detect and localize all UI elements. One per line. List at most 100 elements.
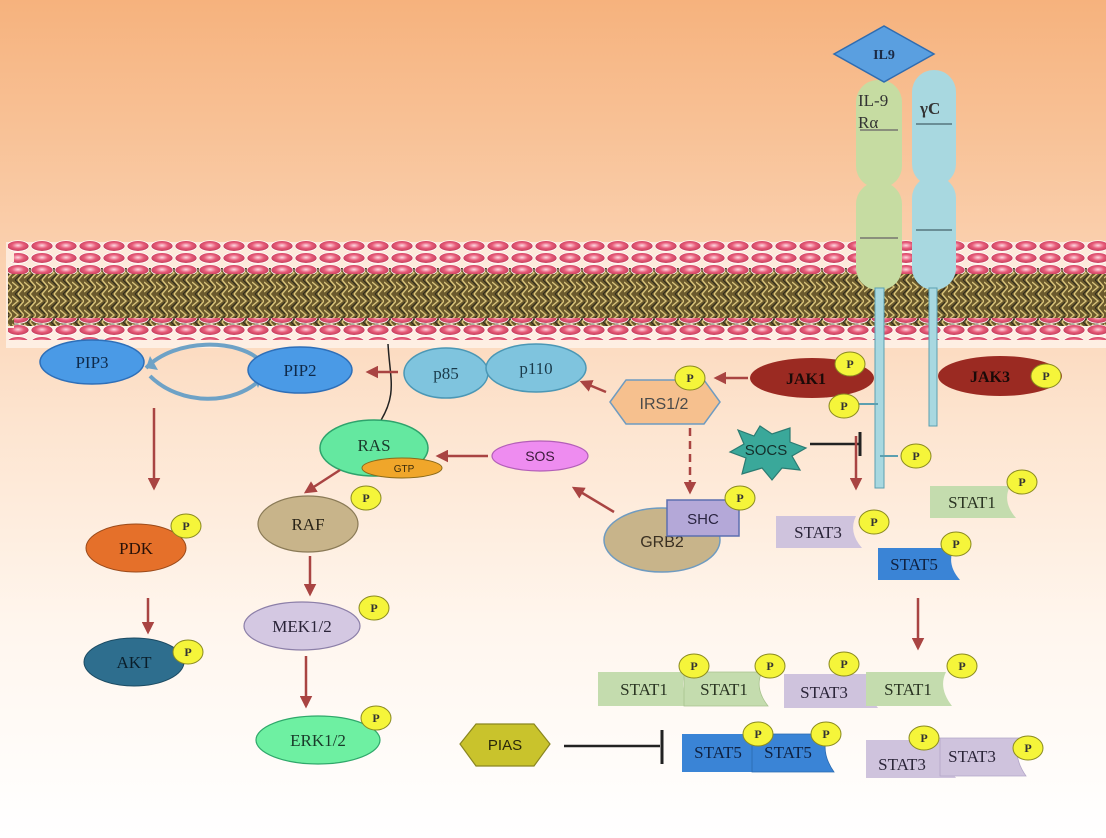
phospho-text: P [184,645,191,659]
phospho-text: P [958,659,965,673]
alpha-label-line2: Rα [858,113,878,132]
stat3-stat1-dimer: STAT3 STAT1 [784,672,952,708]
phospho-badge: P [1006,469,1038,495]
jak1-label: JAK1 [786,371,826,388]
stat5-label: STAT5 [890,555,938,574]
phospho-badge: P [946,653,978,679]
phospho-text: P [690,659,697,673]
gamma-c-receptor: γC [912,70,956,427]
phospho-badge: P [358,595,390,621]
il9-receptor-alpha: IL-9 Rα [856,80,902,489]
phospho-badge: P [834,351,866,377]
irs-node [609,379,721,425]
phospho-badge: P [1030,363,1062,389]
raf-label: RAF [291,515,324,534]
phospho-badge: P [754,653,786,679]
phospho-text: P [840,657,847,671]
pias-inhibition [564,730,664,764]
irs-label: IRS1/2 [640,396,689,413]
phospho-text: P [920,731,927,745]
phospho-badge: P [674,365,706,391]
pip3-node [39,339,145,385]
phospho-text: P [754,727,761,741]
pias-label: PIAS [488,737,522,754]
p85-ras-tether [377,343,392,426]
gtp-label: GTP [394,464,415,475]
phospho-badge: P [828,393,860,419]
stat1-label: STAT1 [700,680,748,699]
erk-node [255,715,381,765]
pdk-label: PDK [119,539,154,558]
pip2-node [247,346,353,394]
jak3-label: JAK3 [970,369,1010,386]
arrow-irs-to-p110 [579,380,607,394]
stat5-label: STAT5 [764,743,812,762]
gamma-c-label: γC [919,99,940,118]
phospho-badge: P [810,721,842,747]
stat5-stat5-dimer: STAT5 STAT5 [682,733,835,773]
pip2-label: PIP2 [283,361,316,380]
arrows [141,365,925,709]
phospho-badge: P [724,485,756,511]
phospho-text: P [370,601,377,615]
stat3-label: STAT3 [878,755,926,774]
stat5-label: STAT5 [694,743,742,762]
phospho-text: P [1042,369,1049,383]
mek-node [243,601,361,651]
phospho-badge: P [908,725,940,751]
phospho-badge: P [858,509,890,535]
stat1-stat1-dimer: STAT1 STAT1 [598,671,769,707]
sos-label: SOS [525,448,555,464]
ras-label: RAS [357,436,390,455]
phospho-text: P [766,659,773,673]
alpha-label-line1: IL-9 [858,91,888,110]
phospho-text: P [846,357,853,371]
erk-label: ERK1/2 [290,731,346,750]
phospho-text: P [952,537,959,551]
phospho-badges: P P P P P P P P P P P P P P P P P P P P … [170,351,1062,761]
shc-node [666,499,740,537]
phospho-text: P [1024,741,1031,755]
stat1-monomer: STAT1 [930,486,1016,518]
phospho-text: P [736,491,743,505]
phospho-badge: P [900,443,932,469]
socs-inhibition [810,432,862,456]
mek-label: MEK1/2 [272,617,332,636]
gtp-node [361,457,443,479]
stat3-monomer: STAT3 [776,516,862,548]
phospho-badge: P [170,513,202,539]
phospho-badge: P [940,531,972,557]
stat1-label: STAT1 [948,493,996,512]
pip3-label: PIP3 [75,353,108,372]
stat1-label: STAT1 [884,680,932,699]
jak3-node [938,356,1062,396]
shc-label: SHC [687,511,719,528]
stat1-label: STAT1 [620,680,668,699]
phospho-badge: P [360,705,392,731]
p110-label: p110 [519,359,552,378]
il9-ligand: IL9 [832,25,936,83]
akt-label: AKT [117,653,153,672]
phospho-badge: P [172,639,204,665]
arrow-grb2-to-sos [571,486,615,514]
p110-node [485,343,587,393]
stat5-monomer: STAT5 [878,548,960,580]
phospho-badge: P [1012,735,1044,761]
receptor-phospho-connectors [858,403,898,457]
phospho-text: P [182,519,189,533]
arrow-ras-to-raf [303,468,341,494]
phospho-text: P [840,399,847,413]
pias-node [459,723,551,767]
phospho-text: P [912,449,919,463]
socs-label: SOCS [745,442,788,459]
sos-node [491,440,589,472]
phospho-badge: P [742,721,774,747]
phospho-text: P [686,371,693,385]
pdk-node [85,523,187,573]
raf-node [257,495,359,553]
stat3-stat3-dimer: STAT3 STAT3 [866,737,1027,778]
phospho-text: P [362,491,369,505]
p85-label: p85 [433,364,459,383]
il9-label: IL9 [873,48,895,63]
